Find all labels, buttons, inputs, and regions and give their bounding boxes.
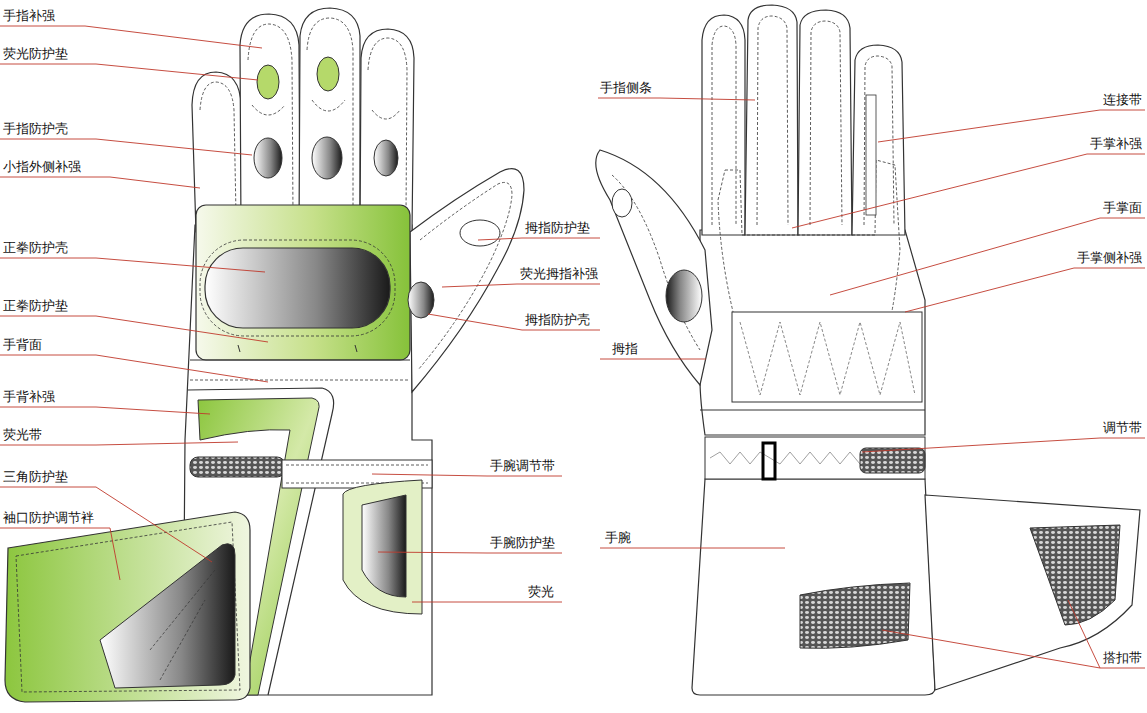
leader-line [600,548,785,549]
leader-line [0,487,212,562]
leader-line [0,139,252,155]
leader-line [0,355,268,382]
part-label: 拇指防护垫 [525,220,590,236]
part-label: 荧光防护垫 [3,46,68,62]
part-label: 荧光 [528,584,554,600]
part-label: 连接带 [1103,92,1142,108]
part-label: 拇指 [612,341,638,357]
part-label: 手指补强 [3,8,55,24]
leader-line [372,474,562,476]
part-label: 荧光拇指补强 [520,266,598,282]
leader-line [0,407,210,414]
part-label: 搭扣带 [1103,650,1142,666]
part-label: 三角防护垫 [3,469,68,485]
part-label: 手掌补强 [1090,136,1142,152]
leader-line [0,528,120,580]
part-label: 手背补强 [3,389,55,405]
part-label: 正拳防护壳 [3,240,68,256]
leader-line [792,154,1145,228]
part-label: 荧光带 [3,427,42,443]
leader-line [830,218,1145,295]
part-label: 手指侧条 [600,80,652,96]
leader-line [0,258,265,272]
leader-line [598,98,755,100]
part-label: 小指外侧补强 [3,159,81,175]
part-label: 正拳防护垫 [3,298,68,314]
part-label: 手腕防护垫 [490,535,555,551]
leader-line [0,64,258,80]
leader-line [412,602,562,603]
part-label: 手指防护壳 [3,121,68,137]
leader-line [862,438,1145,452]
part-label: 手掌面 [1103,200,1142,216]
leader-line [1068,600,1100,668]
leader-line [600,359,706,360]
part-label: 调节带 [1103,420,1142,436]
part-label: 手掌侧补强 [1077,250,1142,266]
leader-line [442,284,600,287]
leader-line [0,26,262,48]
part-label: 拇指防护壳 [525,312,590,328]
part-label: 手背面 [3,337,42,353]
leader-line [905,268,1145,312]
part-label: 手腕 [605,530,631,546]
part-label: 袖口防护调节袢 [3,510,94,526]
leader-line [378,552,562,553]
part-label: 手腕调节带 [490,458,555,474]
leader-line [882,630,1145,668]
leader-line [478,238,600,240]
leader-line [0,177,200,188]
leader-line [0,442,238,445]
